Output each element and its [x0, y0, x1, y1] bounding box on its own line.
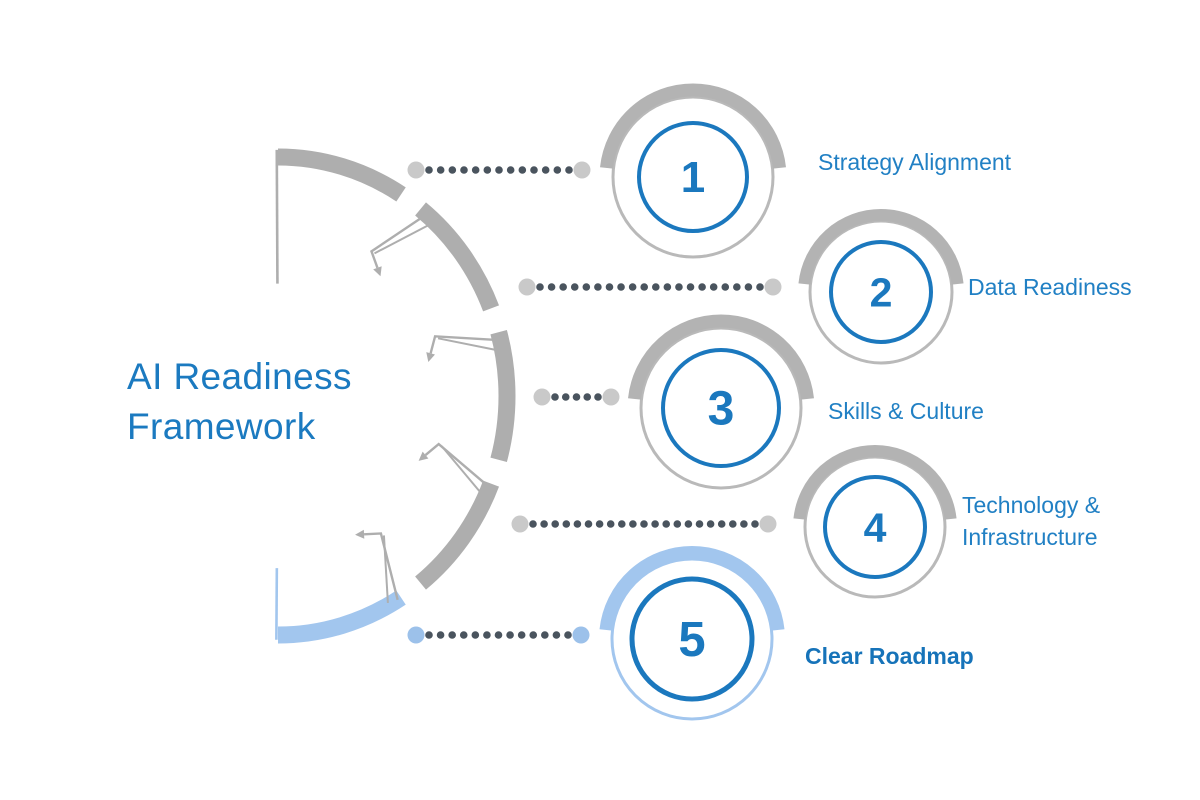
step-label-strategy-alignment: Strategy Alignment [818, 149, 1012, 175]
step-number-2: 2 [869, 269, 893, 316]
step-label-clear-roadmap: Clear Roadmap [805, 643, 974, 669]
diagram-title-line2: Framework [127, 406, 316, 447]
step-label-skills-culture: Skills & Culture [828, 398, 984, 424]
diagram-title-line1: AI Readiness [127, 356, 352, 397]
step-number-4: 4 [863, 504, 887, 551]
diagram-title: AI Readiness Framework [127, 352, 352, 452]
step-number-5: 5 [678, 613, 706, 667]
step-number-1: 1 [680, 153, 706, 202]
step-number-3: 3 [707, 382, 735, 436]
step-label-technology-infrastructure: Technology & Infrastructure [962, 492, 1101, 550]
step-label-data-readiness: Data Readiness [968, 274, 1132, 300]
